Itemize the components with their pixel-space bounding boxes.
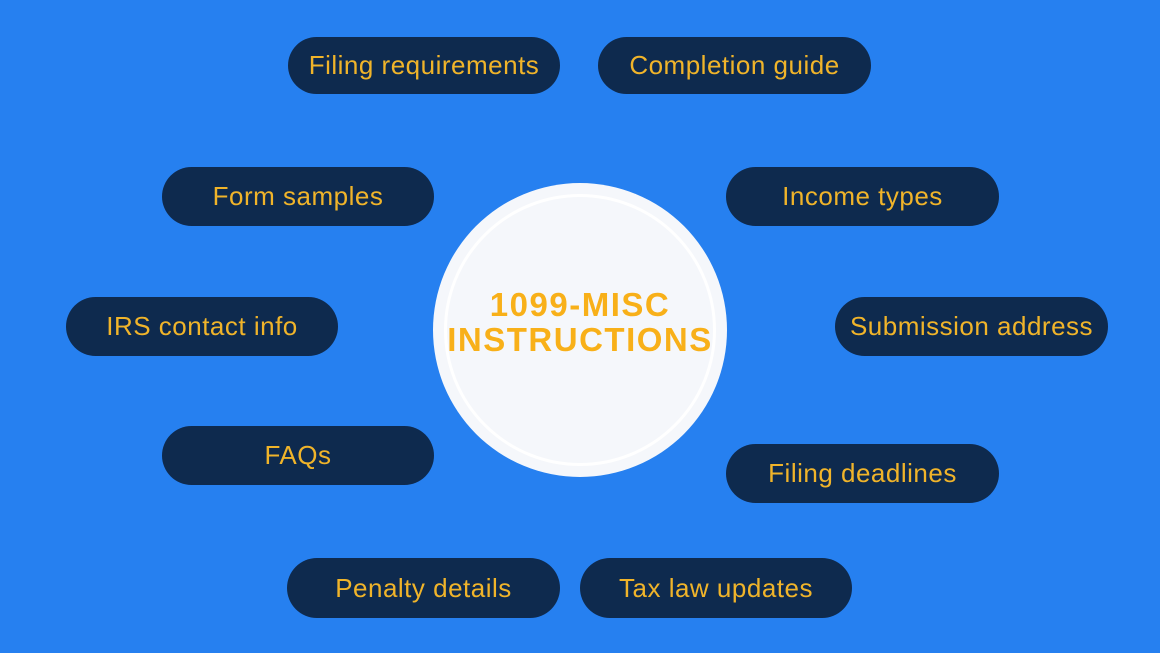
topic-pill-filing-deadlines: Filing deadlines — [726, 444, 999, 503]
topic-label: Submission address — [849, 311, 1094, 341]
central-topic-title: 1099-MISC INSTRUCTIONS — [447, 285, 713, 358]
central-title-line1: 1099-MISC — [489, 285, 671, 323]
topic-pill-irs-contact-info: IRS contact info — [66, 297, 338, 356]
topic-label: IRS contact info — [106, 311, 298, 341]
topic-pill-form-samples: Form samples — [162, 167, 434, 226]
topic-label: Completion guide — [629, 50, 840, 80]
topic-pill-completion-guide: Completion guide — [598, 37, 871, 94]
topic-label: Filing requirements — [308, 50, 540, 80]
topic-label: FAQs — [264, 440, 332, 470]
topic-label: Income types — [782, 181, 943, 211]
topic-pill-faqs: FAQs — [162, 426, 434, 485]
topic-label: Penalty details — [335, 572, 512, 603]
topic-label: Filing deadlines — [768, 458, 957, 488]
topic-label: Tax law updates — [619, 572, 813, 603]
topic-pill-tax-law-updates: Tax law updates — [580, 558, 852, 618]
topic-label: Form samples — [212, 181, 384, 211]
topic-pill-penalty-details: Penalty details — [287, 558, 560, 618]
topic-pill-submission-address: Submission address — [835, 297, 1108, 356]
topic-pill-filing-requirements: Filing requirements — [288, 37, 560, 94]
topic-pill-income-types: Income types — [726, 167, 999, 226]
central-topic-circle: 1099-MISC INSTRUCTIONS — [433, 183, 727, 477]
central-title-line2: INSTRUCTIONS — [447, 321, 713, 358]
